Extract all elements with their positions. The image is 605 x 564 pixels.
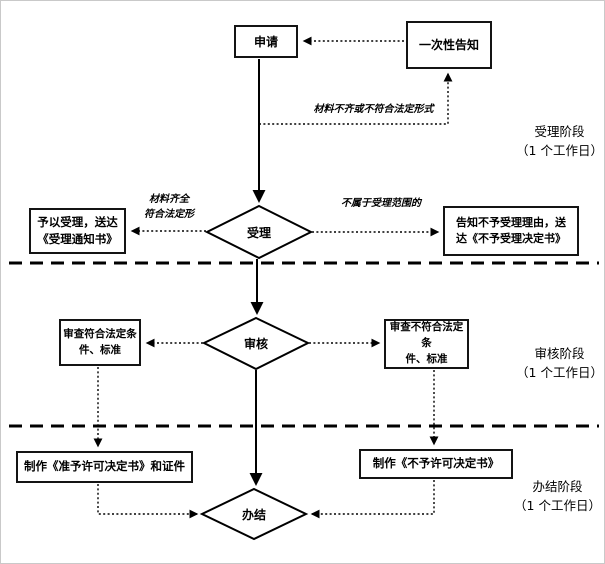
edge-incomplete-to-notice <box>259 72 453 125</box>
one-time-notice-box: 一次性告知 <box>406 21 492 69</box>
make-denial-box: 制作《不予许可决定书》 <box>359 449 513 479</box>
close-diamond-label: 办结 <box>241 507 266 522</box>
accept-diamond-label: 受理 <box>246 225 271 240</box>
close-diamond <box>199 487 309 541</box>
make-permit-box: 制作《准予许可决定书》和证件 <box>16 451 193 483</box>
deny-acceptance-box: 告知不予受理理由，送 达《不予受理决定书》 <box>443 206 579 256</box>
stage-label-accept: 受理阶段 （1 个工作日） <box>516 124 603 158</box>
edge-label-incomplete: 材料不齐或不符合法定形式 <box>313 104 434 115</box>
accept-diamond <box>204 204 314 260</box>
stage-label-close: 办结阶段 （1 个工作日） <box>514 479 601 513</box>
edge-permit-to-close <box>97 484 199 519</box>
edge-label-complete: 材料齐全 符合法定形 <box>144 194 194 220</box>
review-diamond <box>201 316 311 371</box>
apply-box: 申请 <box>234 25 298 58</box>
review-fail-box: 审查不符合法定条 件、标准 <box>384 319 469 369</box>
grant-acceptance-box: 予以受理，送达 《受理通知书》 <box>29 208 126 254</box>
edge-denial-to-close <box>310 480 435 519</box>
edge-label-out-of-scope: 不属于受理范围的 <box>341 198 421 209</box>
review-pass-box: 审查符合法定条 件、标准 <box>59 319 141 366</box>
stage-label-review: 审核阶段 （1 个工作日） <box>516 346 603 380</box>
review-diamond-label: 审核 <box>243 336 268 351</box>
